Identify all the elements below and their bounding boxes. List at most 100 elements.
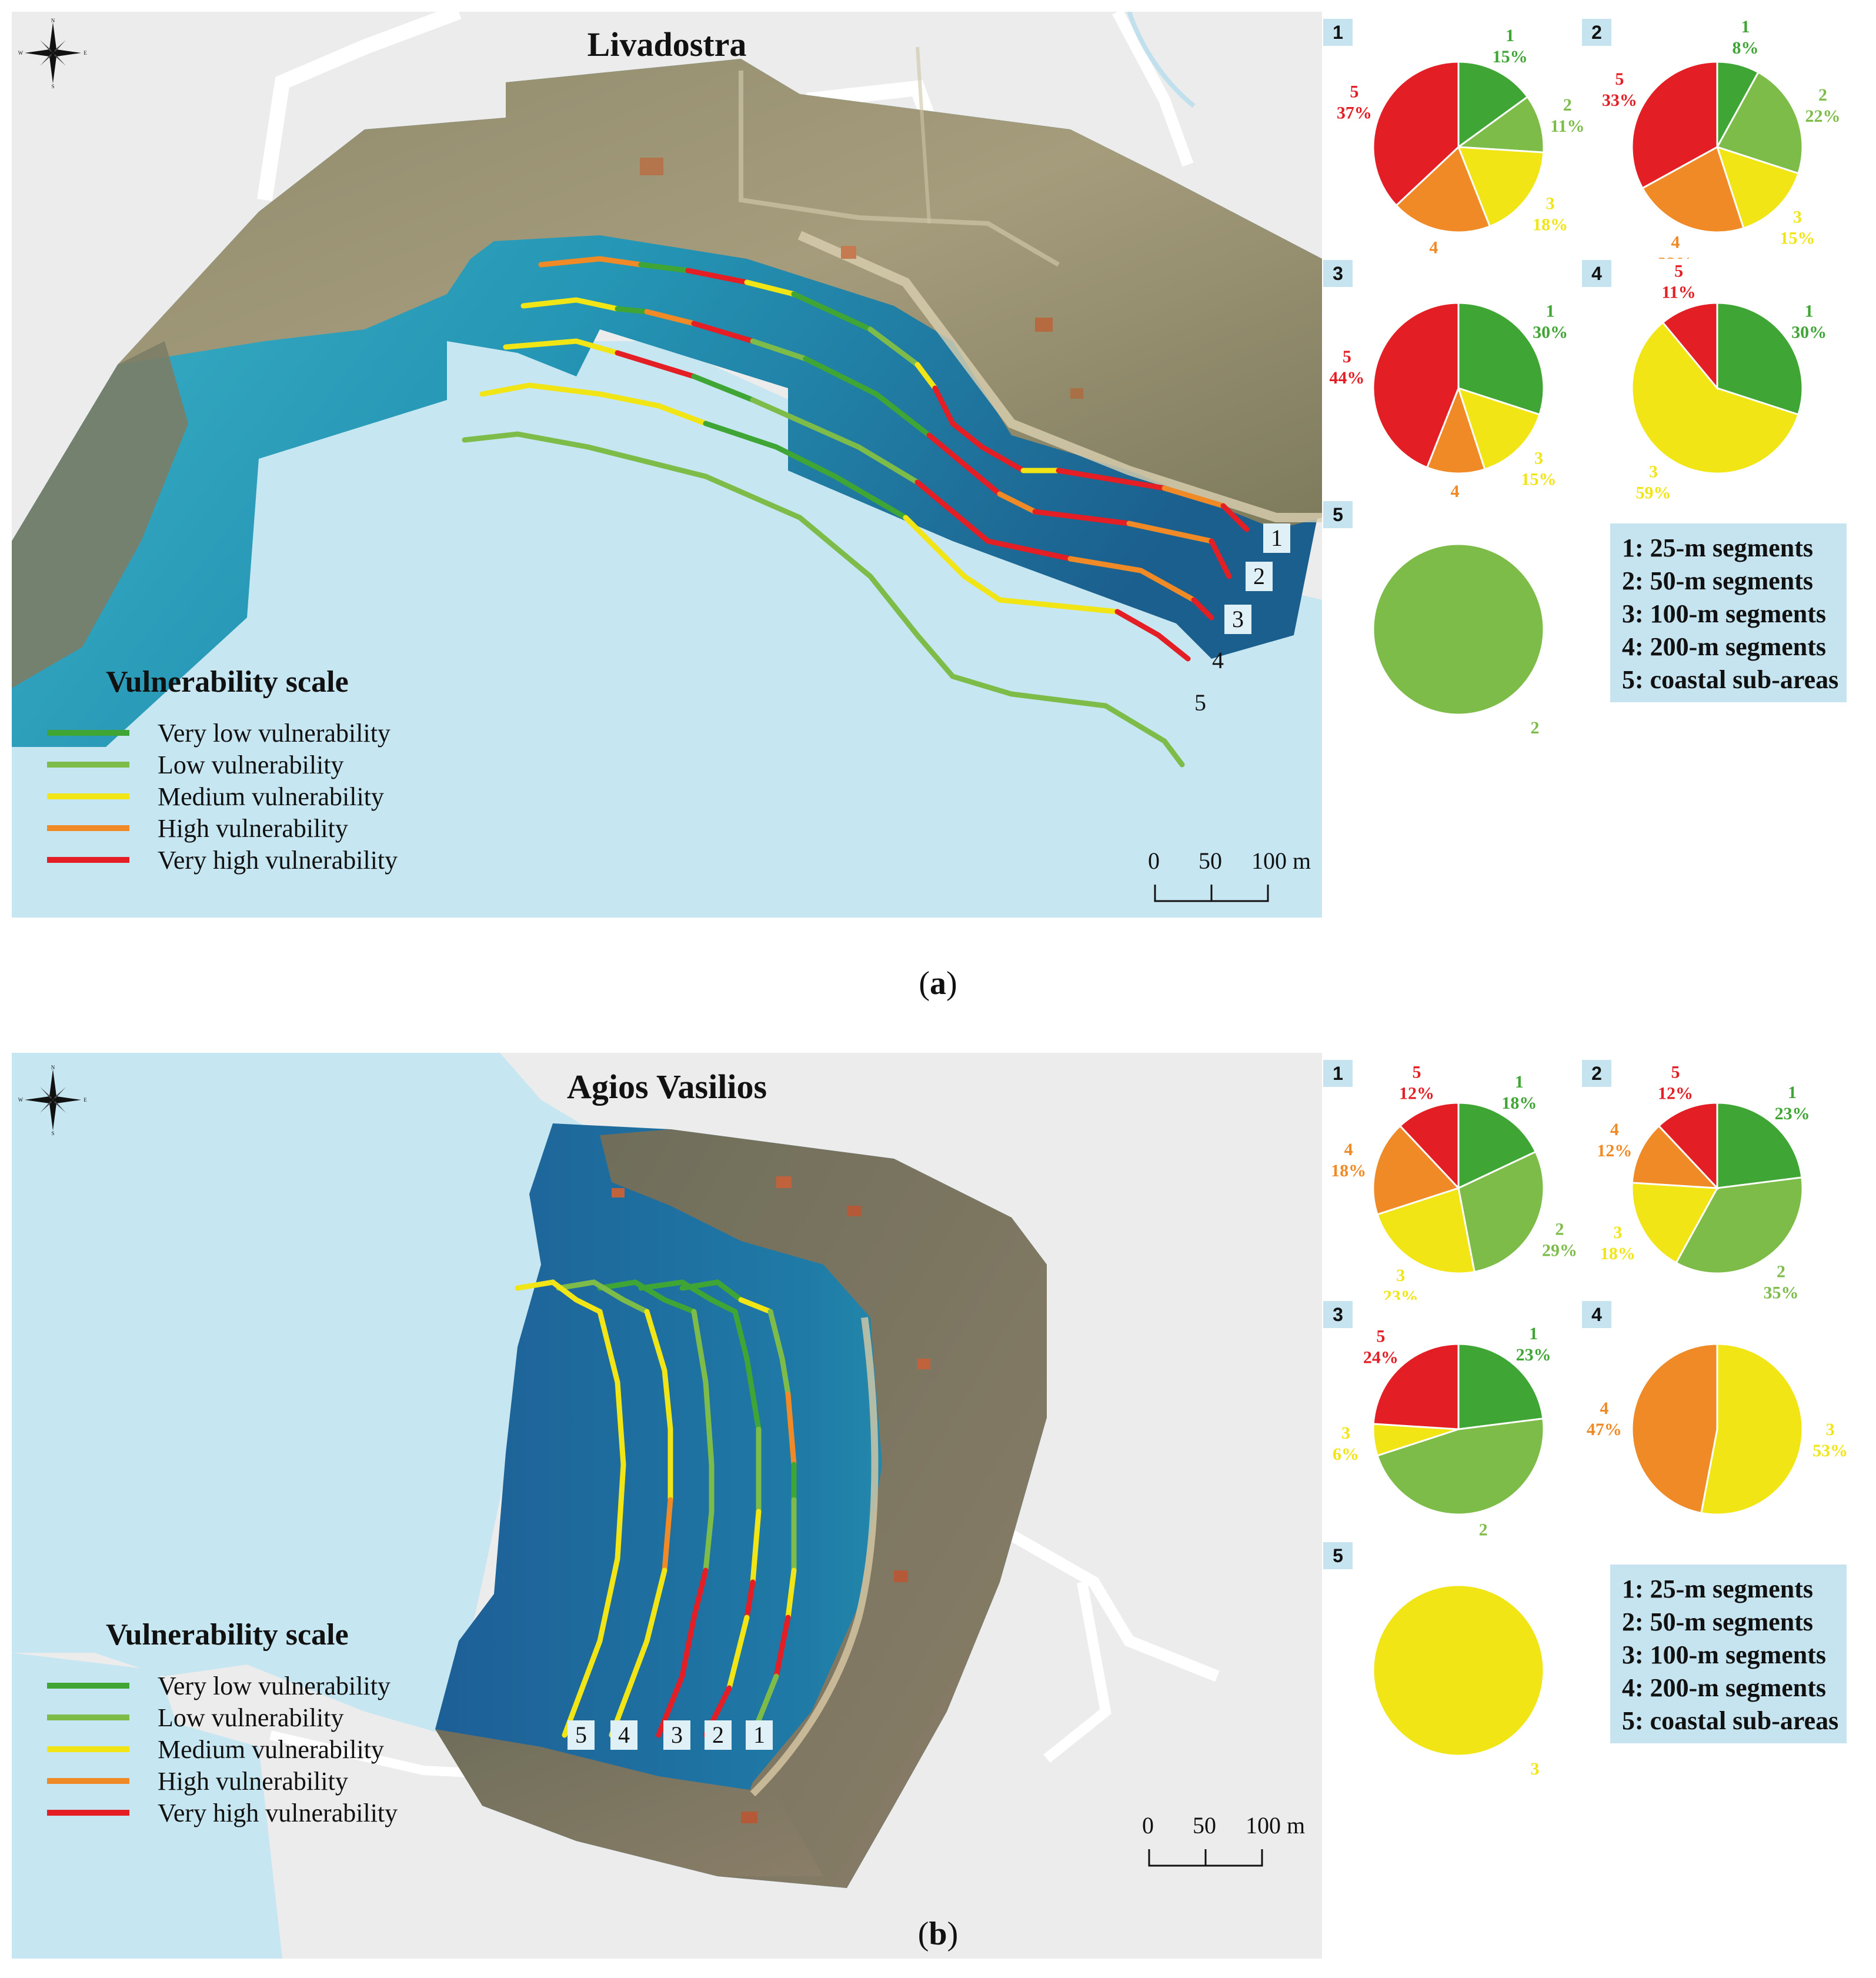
key-line: 2: 50-m segments xyxy=(1622,566,1814,595)
pie-chart-2: 18%222%315%422%533% xyxy=(1602,17,1841,259)
legend-label: Low vulnerability xyxy=(158,750,344,779)
pie-slice-class-1 xyxy=(1457,1102,1537,1190)
legend-item: Low vulnerability xyxy=(35,749,398,780)
compass-w: W xyxy=(18,1097,24,1103)
pie-percent-label: 18% xyxy=(1600,1244,1635,1263)
pie-class-label: 5 xyxy=(1674,261,1683,281)
scale-tick-label: 0 xyxy=(1142,1812,1154,1839)
scale-tick-label: 100 m xyxy=(1246,1812,1306,1839)
pie-number: 1 xyxy=(1323,19,1353,46)
pie-chart-3: 123%247%36%524% xyxy=(1333,1324,1551,1539)
legend-item: Low vulnerability xyxy=(35,1702,398,1733)
pie-percent-label: 23% xyxy=(1516,1345,1551,1365)
pie-percent-label: 35% xyxy=(1763,1283,1798,1300)
pie-chart-1: 118%229%323%418%512% xyxy=(1331,1063,1577,1300)
legend-item: Very high vulnerability xyxy=(35,1797,398,1829)
pie-percent-label: 22% xyxy=(1658,253,1693,259)
transect-label: 4 xyxy=(610,1720,637,1750)
legend-label: High vulnerability xyxy=(158,1766,348,1796)
legend-swatch xyxy=(47,730,129,736)
pie-slice-class-5 xyxy=(1661,302,1718,391)
transect-label: 3 xyxy=(663,1720,690,1750)
pie-percent-label: 53% xyxy=(1812,1441,1848,1460)
pie-slice-class-2 xyxy=(1675,1176,1804,1275)
pie-class-label: 2 xyxy=(1818,85,1827,105)
pie-class-label: 3 xyxy=(1341,1423,1350,1443)
pie-number: 5 xyxy=(1323,1542,1353,1569)
key-line: 4: 200-m segments xyxy=(1622,632,1827,661)
scale-tick-label: 0 xyxy=(1148,848,1160,874)
compass-s: S xyxy=(51,1130,54,1135)
pie-class-label: 1 xyxy=(1741,17,1750,36)
pie-chart-4: 353%447% xyxy=(1587,1343,1848,1516)
pie-percent-label: 24% xyxy=(1363,1347,1398,1367)
pie-class-label: 2 xyxy=(1479,1520,1488,1539)
legend: Vulnerability scale Very low vulnerabili… xyxy=(35,1617,398,1829)
pie-chart-4: 130%359%511% xyxy=(1631,261,1827,500)
pie-percent-label: 8% xyxy=(1732,38,1758,58)
pie-chart-1: 115%211%318%419%537% xyxy=(1337,26,1585,257)
panel-agios-vasilios: Agios Vasilios N S W E 5 4 3 2 1 Vulnera… xyxy=(0,1041,1876,1978)
pie-class-label: 2 xyxy=(1531,718,1540,738)
scale-tick-label: 100 m xyxy=(1251,848,1311,874)
pie-percent-label: 30% xyxy=(1791,323,1827,342)
pie-class-label: 5 xyxy=(1412,1063,1421,1082)
pie-percent-label: 15% xyxy=(1521,469,1556,489)
pie-block: 115%211%318%419%537% 1 xyxy=(1323,12,1594,259)
pie-percent-label: 22% xyxy=(1805,106,1840,126)
key-line: 1: 25-m segments xyxy=(1622,1575,1814,1603)
transect-label: 2 xyxy=(1246,562,1273,591)
pie-slice-class-1 xyxy=(1457,1343,1544,1430)
pie-percent-label: 15% xyxy=(1780,228,1815,248)
segment-key: 1: 25-m segments 2: 50-m segments 3: 100… xyxy=(1610,523,1847,702)
caption-b: (b) xyxy=(917,1916,959,1952)
legend-swatch xyxy=(47,857,129,863)
pie-slice-class-4 xyxy=(1631,1343,1718,1515)
scale-tick-label: 50 xyxy=(1193,1812,1216,1839)
pie-class-label: 5 xyxy=(1376,1326,1385,1346)
legend-item: Medium vulnerability xyxy=(35,1733,398,1765)
pie-slice-class-5 xyxy=(1372,1343,1460,1430)
pie-number: 2 xyxy=(1582,19,1611,46)
pie-class-label: 3 xyxy=(1534,448,1543,468)
compass-n: N xyxy=(51,1065,55,1070)
legend-label: Low vulnerability xyxy=(158,1703,344,1732)
compass-e: E xyxy=(84,1097,87,1103)
pie-class-label: 4 xyxy=(1600,1399,1608,1418)
legend-swatch xyxy=(47,762,129,768)
pie-slice-class-3 xyxy=(1457,146,1545,228)
pie-slice-class-4 xyxy=(1372,1125,1460,1216)
pie-slice-class-5 xyxy=(1372,61,1460,207)
map-title: Agios Vasilios xyxy=(566,1068,767,1106)
legend-item: Very high vulnerability xyxy=(35,844,398,876)
caption-letter: a xyxy=(930,965,946,1002)
pie-percent-label: 18% xyxy=(1331,1161,1366,1180)
compass-n: N xyxy=(51,18,55,24)
pie-block: 123%247%36%524% 3 xyxy=(1323,1294,1594,1541)
pie-slice-class-2 xyxy=(1372,543,1545,716)
legend-item: Very low vulnerability xyxy=(35,717,398,749)
pie-percent-label: 37% xyxy=(1337,103,1372,122)
pie-class-label: 1 xyxy=(1805,302,1814,321)
legend-swatch xyxy=(47,793,129,799)
pie-slice-class-5 xyxy=(1657,1102,1718,1190)
scale-bar-line xyxy=(1154,885,1269,902)
pie-percent-label: 11% xyxy=(1661,282,1695,302)
compass-w: W xyxy=(18,50,24,56)
pie-class-label: 5 xyxy=(1615,69,1624,89)
pie-percent-label: 23% xyxy=(1775,1104,1810,1123)
pie-class-label: 3 xyxy=(1546,194,1555,213)
legend-swatch xyxy=(47,1778,129,1784)
pie-percent-label: 6% xyxy=(1333,1445,1359,1464)
pie-slice-class-3 xyxy=(1700,1343,1804,1516)
scale-tick-label: 50 xyxy=(1199,848,1222,874)
livadostra-pie-charts: 115%211%318%419%537% 1 18%222%315%422%53… xyxy=(1323,12,1876,918)
pie-slice-class-3 xyxy=(1376,1187,1476,1275)
pie-class-label: 1 xyxy=(1506,26,1514,45)
pie-slice-class-1 xyxy=(1457,302,1545,416)
pie-chart-2: 123%235%318%412%512% xyxy=(1597,1063,1810,1300)
